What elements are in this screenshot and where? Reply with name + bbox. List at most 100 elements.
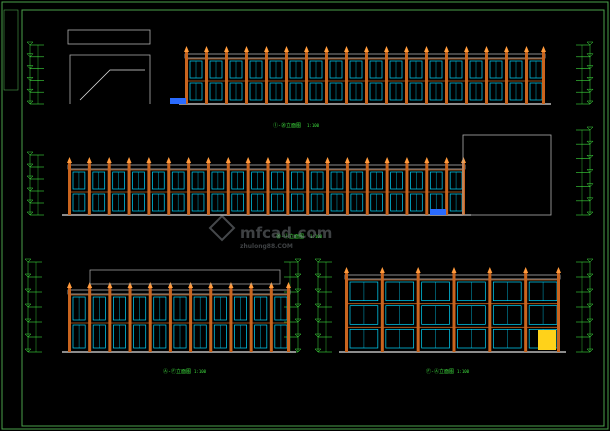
- watermark-logo: [208, 214, 236, 242]
- atrium-outline: [69, 54, 151, 104]
- pier-cap: [523, 267, 529, 273]
- pier-cap: [424, 46, 429, 52]
- level-mark-triangle: [26, 41, 34, 46]
- pier-cap: [147, 282, 153, 288]
- pier-cap: [444, 46, 449, 52]
- pier: [127, 163, 131, 215]
- pier-cap: [285, 157, 291, 163]
- level-mark-triangle: [314, 258, 322, 263]
- stair-line: [79, 69, 145, 101]
- scale-elevation-1: 1:100: [307, 123, 320, 128]
- pier: [445, 52, 448, 104]
- elevation-a-to-f: [24, 258, 302, 353]
- caption-elevation-2: ⑳-①立面图: [276, 233, 304, 240]
- pier: [385, 52, 388, 104]
- pier: [265, 52, 268, 104]
- pier-cap: [344, 267, 349, 273]
- pier: [385, 163, 389, 215]
- level-mark-triangle: [294, 258, 302, 263]
- pier-cap: [415, 267, 421, 273]
- pier: [485, 52, 488, 104]
- pier: [542, 52, 545, 104]
- pier: [286, 163, 290, 215]
- pier-cap: [484, 46, 489, 52]
- elevation-f-to-a: [314, 258, 594, 353]
- pier: [345, 52, 348, 104]
- pier: [246, 163, 250, 215]
- pier-cap: [208, 282, 214, 288]
- pier-cap: [225, 157, 231, 163]
- pier-cap: [265, 157, 271, 163]
- pier: [68, 288, 71, 352]
- pier-cap: [248, 282, 254, 288]
- pier: [345, 273, 348, 352]
- pier: [326, 163, 330, 215]
- pier: [168, 288, 172, 352]
- pier: [108, 288, 112, 352]
- pier: [524, 273, 528, 352]
- pier: [452, 273, 456, 352]
- level-mark-triangle: [586, 126, 594, 131]
- canopy-frame: [67, 29, 151, 45]
- pier-cap: [166, 157, 172, 163]
- pier: [88, 288, 92, 352]
- pier-cap: [245, 157, 251, 163]
- pier: [209, 288, 213, 352]
- pier-cap: [504, 46, 509, 52]
- pier: [306, 163, 310, 215]
- pier-cap: [184, 46, 189, 52]
- pier: [285, 52, 288, 104]
- scale-elevation-2: 1:100: [310, 234, 323, 239]
- pier: [445, 163, 449, 215]
- pier: [147, 163, 151, 215]
- inner-frame: [21, 9, 605, 427]
- watermark-subtext: zhulong88.COM: [240, 243, 293, 250]
- pier-cap: [167, 282, 173, 288]
- pier: [365, 52, 368, 104]
- pier: [425, 52, 428, 104]
- pier-cap: [379, 267, 385, 273]
- pier-cap: [305, 157, 311, 163]
- pier: [462, 163, 465, 215]
- pier: [325, 52, 328, 104]
- pier: [305, 52, 308, 104]
- pier-cap: [205, 157, 211, 163]
- pier: [465, 52, 468, 104]
- pier: [245, 52, 248, 104]
- pier: [225, 52, 228, 104]
- pier-cap: [404, 46, 409, 52]
- pier: [557, 273, 560, 352]
- pier-cap: [106, 157, 112, 163]
- pier: [229, 288, 233, 352]
- pier: [345, 163, 349, 215]
- pier: [185, 52, 188, 104]
- level-mark-triangle: [26, 151, 34, 156]
- pier-cap: [464, 46, 469, 52]
- pier-cap: [264, 46, 269, 52]
- pier-cap: [556, 267, 561, 273]
- pier: [206, 163, 210, 215]
- pier-cap: [451, 267, 457, 273]
- pier: [505, 52, 508, 104]
- vehicle: [430, 209, 446, 215]
- pier: [266, 163, 270, 215]
- level-mark-triangle: [586, 258, 594, 263]
- vehicle: [170, 98, 186, 104]
- binding-strip: [3, 9, 19, 91]
- pier-cap: [284, 46, 289, 52]
- pier: [148, 288, 152, 352]
- scale-elevation-3: 1:100: [194, 369, 207, 374]
- pier-cap: [444, 157, 450, 163]
- pier-cap: [424, 157, 430, 163]
- pier-cap: [324, 46, 329, 52]
- pier: [226, 163, 230, 215]
- pier-cap: [364, 157, 370, 163]
- watermark-text: mfcad.com: [240, 224, 332, 242]
- pier-cap: [404, 157, 410, 163]
- pier: [488, 273, 492, 352]
- pier: [68, 163, 71, 215]
- caption-elevation-3: Ⓐ-Ⓕ立面图: [163, 368, 191, 375]
- pier: [249, 288, 253, 352]
